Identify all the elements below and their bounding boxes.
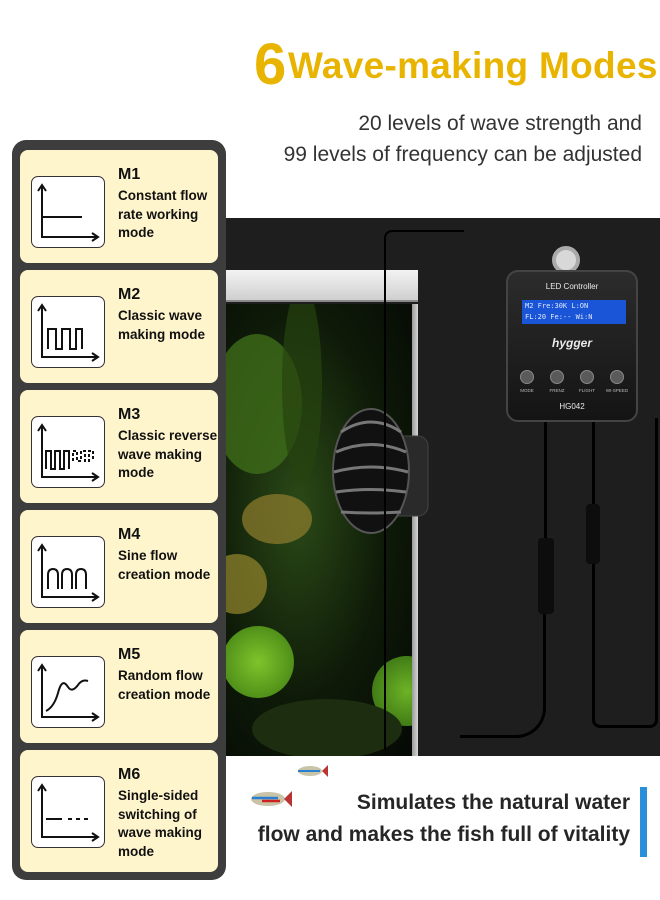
mode-code: M3	[118, 406, 141, 423]
mode-code: M2	[118, 286, 141, 303]
frequency-button[interactable]	[550, 370, 564, 384]
reverse-square-wave-graph-icon	[37, 423, 100, 482]
mode-description-line: Classic wave	[118, 308, 203, 323]
mode-description-line: mode	[118, 465, 155, 480]
mode-graph-box	[31, 416, 105, 488]
mode-description-line: creation mode	[118, 566, 211, 582]
aquarium-scene: LED Controller M2 Fre:30K L:ON FL:20 Fe:…	[222, 218, 660, 756]
moss-ball	[222, 626, 294, 698]
mode-description-line: rate working	[118, 206, 199, 222]
fish-icon	[298, 765, 328, 777]
aquarium-tank	[222, 304, 412, 756]
lcd-display: M2 Fre:30K L:ON FL:20 Fe:-- Wi:N	[522, 300, 626, 324]
mode-graph-box	[31, 176, 105, 248]
mode-code: M5	[118, 646, 141, 663]
mode-code: M4	[118, 526, 141, 543]
mode-description: Single-sided switching of wave making mo…	[118, 787, 218, 861]
mode-card-m3: M3 Classic reverse wave making mode	[20, 390, 218, 503]
mode-card-m6: M6 Single-sided switching of wave making…	[20, 750, 218, 872]
mode-description: Classic wave making mode	[118, 307, 218, 344]
brand-logo: hygger	[551, 336, 592, 350]
mode-description-line: wave making	[118, 825, 203, 840]
flight-button[interactable]	[580, 370, 594, 384]
mode-description-line: wave making	[118, 446, 203, 462]
mode-description-line: switching of	[118, 806, 197, 822]
mode-description-line: mode	[118, 225, 155, 240]
wave-speed-button[interactable]	[610, 370, 624, 384]
mode-description: Classic reverse wave making mode	[118, 427, 218, 483]
fish-icon	[251, 791, 292, 807]
mode-description-line: Random flow	[118, 668, 203, 683]
cable-connector	[538, 538, 554, 614]
lcd-line-1: M2 Fre:30K L:ON	[525, 302, 589, 310]
accent-bar	[640, 787, 647, 857]
title-text: Wave-making Modes	[288, 45, 658, 86]
mode-description: Constant flow rate working mode	[118, 187, 218, 243]
page-title: 6 Wave-making Modes	[254, 32, 657, 98]
mode-description: Sine flow creation mode	[118, 547, 218, 584]
footer-line-1: Simulates the natural water	[356, 791, 630, 814]
mode-card-m1: M1 Constant flow rate working mode	[20, 150, 218, 263]
mode-button[interactable]	[520, 370, 534, 384]
cable-connector	[586, 504, 600, 564]
mode-description-line: creation mode	[118, 686, 211, 702]
mode-graph-box	[31, 656, 105, 728]
mode-graph-box	[31, 296, 105, 368]
title-number: 6	[254, 32, 287, 97]
button-label: WI-SPEED	[605, 388, 629, 393]
plant-leaf	[282, 304, 322, 484]
modes-panel: M1 Constant flow rate working mode M2 Cl…	[12, 140, 226, 880]
mode-description: Random flow creation mode	[118, 667, 218, 704]
mode-card-m4: M4 Sine flow creation mode	[20, 510, 218, 623]
mode-description-line: making mode	[118, 326, 206, 342]
wave-pump-icon	[332, 408, 429, 534]
mode-card-m5: M5 Random flow creation mode	[20, 630, 218, 743]
subtitle-line-1: 20 levels of wave strength and	[358, 112, 642, 135]
model-label: HG042	[559, 402, 585, 411]
lcd-line-2: FL:20 Fe:-- Wi:N	[525, 313, 593, 321]
footer-line-2: flow and makes the fish full of vitality	[257, 823, 630, 846]
random-wave-graph-icon	[37, 663, 100, 722]
tank-floor	[252, 699, 402, 756]
mode-description-line: Constant flow	[118, 188, 208, 203]
button-label: FRENZ	[549, 388, 565, 393]
controller-label: LED Controller	[545, 282, 599, 291]
button-label: FLIGHT	[578, 388, 595, 393]
mode-description-line: mode	[118, 843, 155, 859]
dashed-wave-graph-icon	[37, 783, 100, 842]
square-wave-graph-icon	[37, 303, 100, 362]
controller-cable-loop	[460, 598, 546, 738]
button-label: MODE	[520, 388, 534, 393]
mode-description-line: Classic reverse	[118, 428, 218, 443]
mode-graph-box	[31, 536, 105, 608]
led-controller: LED Controller M2 Fre:30K L:ON FL:20 Fe:…	[506, 270, 638, 422]
pump-cable	[384, 230, 464, 750]
constant-flow-graph-icon	[37, 183, 100, 242]
mode-card-m2: M2 Classic wave making mode	[20, 270, 218, 383]
controller-cable	[544, 418, 547, 598]
power-cable	[592, 418, 658, 728]
mode-description-line: Sine flow	[118, 548, 178, 563]
mode-code: M1	[118, 166, 141, 183]
tank-glass-edge	[412, 304, 418, 756]
mode-graph-box	[31, 776, 105, 848]
mode-code: M6	[118, 766, 141, 783]
sine-wave-graph-icon	[37, 543, 100, 602]
plant-leaf	[222, 554, 267, 614]
subtitle-line-2: 99 levels of frequency can be adjusted	[283, 143, 642, 166]
mode-description-line: Single-sided	[118, 788, 199, 803]
plant-leaf	[242, 494, 312, 544]
